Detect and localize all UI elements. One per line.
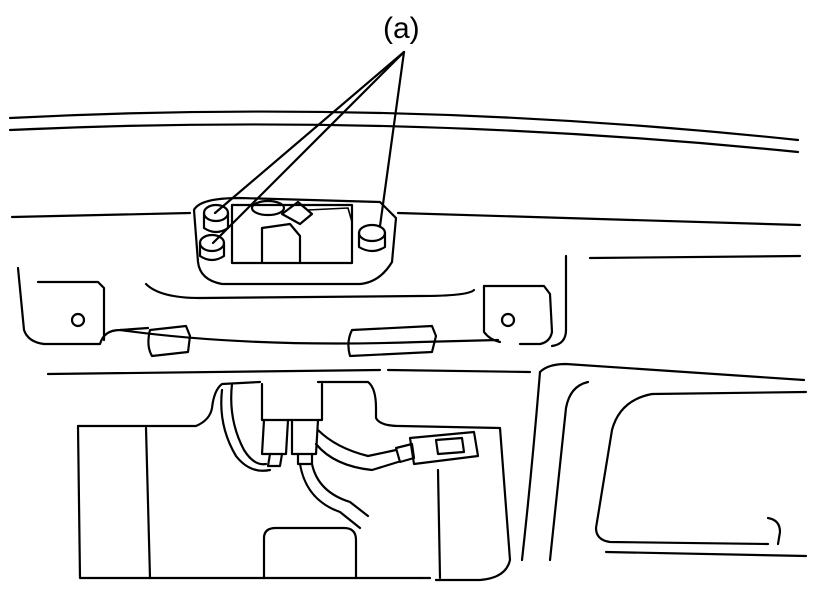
trim-left-pocket: [36, 280, 106, 342]
trim-lower-edge: [118, 328, 500, 345]
lower-panel-left-outline: [76, 424, 422, 580]
leader-line-left-upper: [213, 50, 406, 215]
clip-hole-right: [500, 312, 516, 328]
trim-right-outline: [550, 254, 568, 348]
bolt-lower-left: [198, 233, 226, 262]
callout-label: (a): [383, 12, 420, 45]
latch-edge: [307, 207, 353, 223]
harness-wire-down-b: [310, 462, 370, 518]
opening-left-edge: [520, 370, 542, 562]
leader-line-right: [378, 50, 406, 228]
trim-right-inner: [482, 284, 502, 344]
rear-opening-right: [520, 362, 808, 562]
panel-line-left: [10, 211, 192, 219]
lower-panel-top-right: [316, 380, 512, 582]
harness-wire-left-inner: [220, 388, 272, 472]
latch-lever: [260, 222, 302, 264]
bolt-upper-left: [202, 203, 230, 234]
leader-line-left-lower: [211, 50, 406, 245]
upper-body-panel: [8, 110, 802, 260]
tab-slot-left: [147, 324, 192, 358]
plug-left-tip: [266, 452, 284, 468]
trim-right-pocket: [482, 284, 554, 346]
window-outline: [594, 392, 770, 546]
inline-connector: [408, 430, 480, 466]
roof-edge-line-inner: [8, 123, 800, 154]
latch-assembly: [192, 196, 398, 286]
trim-left-outline: [16, 266, 150, 346]
opening-inner-left: [548, 380, 590, 562]
roof-edge-line: [8, 110, 800, 142]
panel-crease-left: [144, 426, 152, 580]
opening-bottom-edge: [604, 550, 808, 558]
plug-right-tip: [296, 452, 314, 466]
lower-trim-panel: [16, 254, 568, 376]
connector-plug-right: [290, 418, 320, 456]
trim-upper-edge: [144, 282, 476, 300]
latch-body: [230, 203, 354, 265]
harness-wire-left-outer: [230, 382, 268, 466]
harness-wire-down-a: [298, 462, 362, 530]
separator-line-left: [46, 368, 382, 376]
panel-line-right: [396, 211, 802, 227]
latch-bracket: [192, 196, 398, 286]
callout-a: (a): [211, 12, 420, 245]
connector-housing: [260, 382, 324, 422]
inline-connector-lock: [434, 436, 466, 456]
lower-notch: [262, 526, 358, 580]
harness-wire-right-upper: [316, 428, 398, 458]
panel-crease-right: [436, 468, 442, 580]
opening-top-edge: [538, 362, 806, 382]
window-top-edge: [650, 390, 808, 396]
panel-line-right-lower: [588, 254, 802, 260]
clip-hole-left: [70, 312, 86, 328]
separator-line-right: [386, 368, 532, 374]
harness-wire-right-lower: [314, 442, 400, 472]
window-corner: [766, 516, 782, 546]
lower-panel-top-left: [76, 380, 262, 428]
latch-hook: [280, 200, 314, 226]
bolt-right: [357, 223, 387, 253]
latch-hole: [250, 199, 286, 217]
lower-panel-and-opening: [76, 380, 512, 582]
wiring-harness: [220, 382, 480, 530]
connector-plug-left: [260, 418, 290, 456]
